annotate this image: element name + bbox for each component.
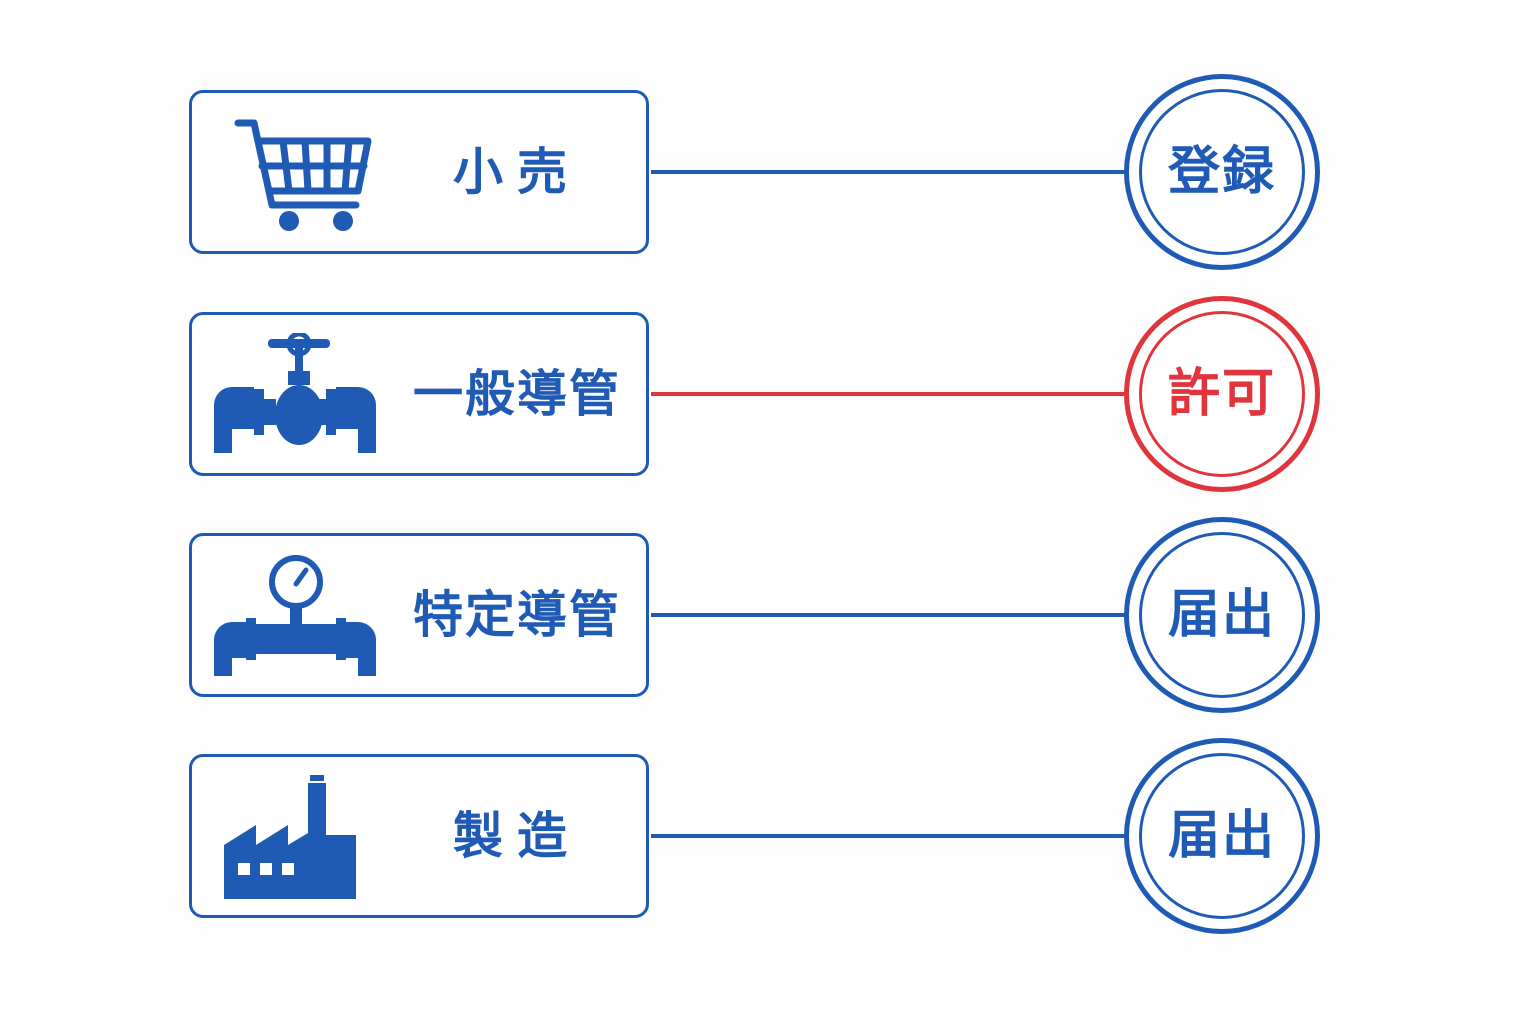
category-box-specific-pipeline: 特定導管	[189, 533, 649, 697]
pressure-gauge-pipe-icon	[210, 554, 380, 678]
category-label: 特定導管	[413, 586, 621, 644]
category-box-retail: 小売	[189, 90, 649, 254]
connector-line	[651, 613, 1127, 617]
connector-line-red	[651, 392, 1127, 396]
status-stamp-notification: 届出	[1124, 738, 1320, 934]
connector-line	[651, 834, 1127, 838]
category-label: 小売	[453, 143, 581, 201]
factory-icon	[210, 775, 380, 899]
stamp-text: 届出	[1167, 585, 1276, 645]
stamp-text: 登録	[1167, 142, 1276, 202]
shopping-cart-icon	[210, 111, 380, 235]
valve-pipe-icon	[210, 333, 380, 457]
stamp-inner-ring	[1139, 753, 1305, 919]
connector-line	[651, 170, 1127, 174]
status-stamp-permit: 許可	[1124, 296, 1320, 492]
stamp-inner-ring	[1139, 89, 1305, 255]
category-label: 一般導管	[413, 365, 621, 423]
row-retail: 小売 登録	[0, 72, 1536, 272]
stamp-text: 届出	[1167, 806, 1276, 866]
category-label: 製造	[453, 807, 581, 865]
stamp-inner-ring	[1139, 311, 1305, 477]
row-general-pipeline: 一般導管 許可	[0, 294, 1536, 494]
status-stamp-notification: 届出	[1124, 517, 1320, 713]
category-box-general-pipeline: 一般導管	[189, 312, 649, 476]
status-stamp-registration: 登録	[1124, 74, 1320, 270]
stamp-text: 許可	[1167, 364, 1276, 424]
row-manufacturing: 製造 届出	[0, 736, 1536, 936]
stamp-inner-ring	[1139, 532, 1305, 698]
row-specific-pipeline: 特定導管 届出	[0, 515, 1536, 715]
category-box-manufacturing: 製造	[189, 754, 649, 918]
